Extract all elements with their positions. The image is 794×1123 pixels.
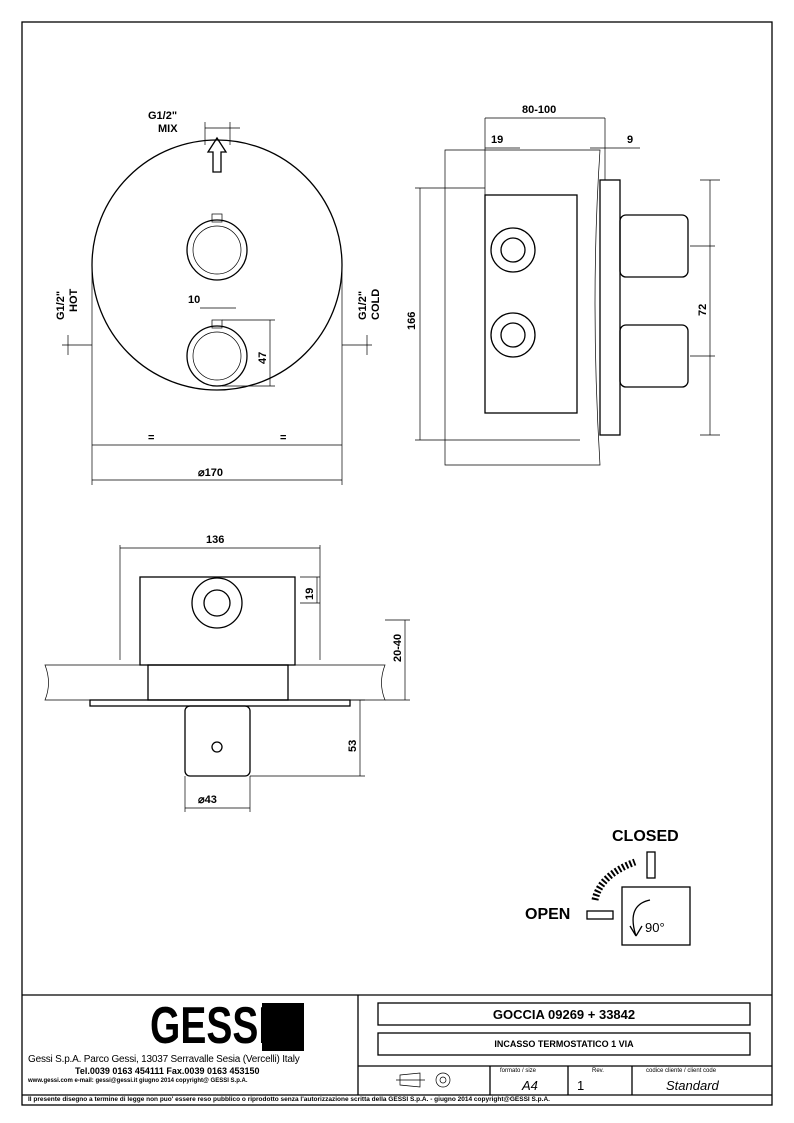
rev-label: Rev. xyxy=(592,1068,604,1074)
rotate-arrow-icon xyxy=(629,899,651,937)
upper-port xyxy=(490,227,536,273)
dim-53-line xyxy=(250,699,365,777)
cover-plate-side xyxy=(599,179,621,436)
dim-10-label: 10 xyxy=(188,294,201,306)
cold-size-label: G1/2" xyxy=(357,290,369,320)
bottom-dim-19-line xyxy=(300,576,320,604)
plate-edge xyxy=(89,699,351,707)
bottom-dim-19-label: 19 xyxy=(304,587,316,600)
upper-knob-side xyxy=(619,214,689,278)
lower-knob xyxy=(186,325,248,387)
wall-section xyxy=(444,149,601,466)
projection-circle-inner-icon xyxy=(439,1076,447,1084)
top-port-inner xyxy=(203,589,231,617)
angle-label: 90° xyxy=(645,920,665,935)
dim-166-label: 166 xyxy=(406,311,418,330)
mix-arrow-icon xyxy=(206,136,228,173)
dim-43-label: ⌀43 xyxy=(198,794,217,806)
dim-20-40-line xyxy=(385,619,410,701)
dim-9-label: 9 xyxy=(627,134,634,146)
side-dim-19-label: 19 xyxy=(491,134,504,146)
dim-136-label: 136 xyxy=(206,534,225,546)
company-phone: Tel.0039 0163 454111 Fax.0039 0163 45315… xyxy=(75,1066,260,1076)
eq-label-right: = xyxy=(280,432,287,444)
knob-hole xyxy=(211,741,223,753)
cover-plate xyxy=(91,139,343,391)
closed-label: CLOSED xyxy=(612,828,679,845)
dim-43-line xyxy=(184,776,251,812)
legal-footer: Il presente disegno a termine di legge n… xyxy=(28,1096,550,1103)
dim-170-label: ⌀170 xyxy=(198,467,223,479)
cold-label: COLD xyxy=(370,288,382,320)
drawing-border xyxy=(21,21,773,1106)
upper-port-inner xyxy=(500,237,526,263)
closed-indicator xyxy=(646,851,656,879)
logo-block xyxy=(262,1003,304,1051)
info-grid xyxy=(358,1065,772,1095)
dim-47-line xyxy=(222,319,275,387)
rotation-arc-icon xyxy=(591,858,637,901)
product-title: GOCCIA 09269 + 33842 xyxy=(492,1007,636,1022)
lower-knob-notch xyxy=(211,319,223,329)
description-box xyxy=(377,1032,751,1056)
dim-166-line xyxy=(415,187,580,441)
eq-label-left: = xyxy=(148,432,155,444)
dim-80-100-line xyxy=(484,117,606,195)
title-block-frame xyxy=(22,994,772,1096)
open-label: OPEN xyxy=(525,906,571,923)
dim-47-label: 47 xyxy=(257,351,269,364)
rev-value: 1 xyxy=(577,1078,585,1093)
hot-size-label: G1/2" xyxy=(55,290,67,320)
dim-53-label: 53 xyxy=(347,739,359,752)
dim-72-label: 72 xyxy=(697,303,709,316)
knob-bottom xyxy=(184,705,251,777)
gessi-logo: GESSI xyxy=(150,997,270,1055)
open-indicator xyxy=(586,910,614,920)
dim-80-100-label: 80-100 xyxy=(522,104,557,116)
valve-box xyxy=(484,194,578,414)
dim-20-40-label: 20-40 xyxy=(392,633,404,662)
projection-symbol-icon xyxy=(396,1072,425,1088)
client-code-label: codice cliente / client code xyxy=(646,1068,717,1074)
company-address: Gessi S.p.A. Parco Gessi, 13037 Serraval… xyxy=(28,1054,300,1065)
mix-label: MIX xyxy=(158,123,178,135)
lower-knob-inner xyxy=(192,331,242,381)
box-in-wall xyxy=(147,664,289,701)
hot-dimension-line xyxy=(62,335,92,355)
size-value: A4 xyxy=(522,1078,538,1093)
dim-72-line xyxy=(690,179,720,436)
cold-dimension-line xyxy=(342,335,372,355)
upper-knob-inner xyxy=(192,225,242,275)
mix-dimension-line xyxy=(204,122,240,145)
company-web: www.gessi.com e-mail: gessi@gessi.it giu… xyxy=(28,1078,248,1084)
dim-170-line xyxy=(91,265,343,485)
top-port xyxy=(191,577,243,629)
upper-knob-notch xyxy=(211,213,223,223)
product-description: INCASSO TERMOSTATICO 1 VIA xyxy=(494,1039,634,1049)
projection-circle-icon xyxy=(435,1072,451,1088)
upper-knob xyxy=(186,219,248,281)
lower-port xyxy=(490,312,536,358)
wall-section-bottom xyxy=(44,664,386,701)
hot-label: HOT xyxy=(68,288,80,312)
lower-knob-side xyxy=(619,324,689,388)
size-label: formato / size xyxy=(500,1068,537,1074)
client-code-value: Standard xyxy=(666,1078,719,1093)
mix-size-label: G1/2" xyxy=(148,110,178,122)
dim-136-line xyxy=(119,545,321,660)
product-box xyxy=(377,1002,751,1026)
lower-port-inner xyxy=(500,322,526,348)
rotation-box xyxy=(621,886,691,946)
